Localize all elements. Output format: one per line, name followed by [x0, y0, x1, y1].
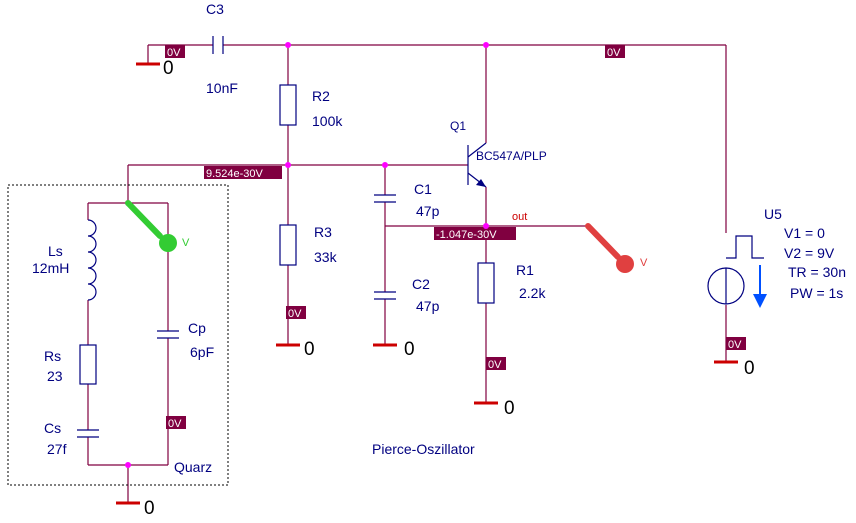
cs-ref: Cs	[44, 420, 61, 436]
ground-c2: 0	[373, 339, 415, 360]
c3-value: 10nF	[206, 80, 238, 96]
rs-ref: Rs	[44, 348, 61, 364]
bias-label-cp-bottom: 0V	[166, 416, 186, 430]
svg-text:0: 0	[504, 398, 515, 419]
svg-text:0: 0	[144, 498, 155, 519]
svg-text:0V: 0V	[488, 359, 502, 371]
svg-text:0: 0	[304, 339, 315, 360]
ground-c3: 0	[136, 58, 174, 79]
junctions	[125, 42, 489, 468]
ground-u5: 0	[714, 358, 755, 379]
svg-text:0V: 0V	[728, 339, 742, 351]
bias-label-u5-bottom: 0V	[726, 337, 746, 351]
resistor-r1: R1 2.2k	[477, 262, 546, 304]
r3-value: 33k	[314, 249, 338, 265]
cp-ref: Cp	[188, 320, 206, 336]
capacitor-c3: C3 10nF	[206, 1, 238, 96]
resistor-rs: Rs 23	[44, 344, 97, 385]
ground-r1: 0	[474, 398, 515, 419]
pulse-source-u5: U5 V1 = 0 V2 = 9V TR = 30n PW = 1s	[707, 206, 846, 308]
r2-ref: R2	[312, 88, 330, 104]
u5-param-v2: V2 = 9V	[784, 245, 835, 261]
svg-text:0: 0	[404, 339, 415, 360]
cp-value: 6pF	[190, 344, 214, 360]
svg-text:0: 0	[744, 358, 755, 379]
svg-text:0V: 0V	[607, 47, 621, 59]
voltage-probe-red[interactable]: V	[585, 223, 648, 273]
svg-text:0V: 0V	[167, 47, 181, 59]
r1-ref: R1	[516, 262, 534, 278]
ls-ref: Ls	[48, 243, 63, 259]
wires	[87, 44, 727, 503]
inductor-ls: Ls 12mH	[32, 219, 97, 301]
capacitor-cs: Cs 27f	[44, 420, 99, 457]
c1-value: 47p	[416, 203, 440, 219]
bias-label-c3-left: 0V	[165, 45, 185, 59]
transistor-q1: Q1 BC547A/PLP	[450, 119, 547, 188]
q1-value: BC547A/PLP	[476, 149, 547, 163]
cs-value: 27f	[47, 441, 67, 457]
bias-label-r3-bottom: 0V	[286, 306, 306, 320]
bias-label-top-rail: 0V	[605, 45, 625, 59]
u5-param-v1: V1 = 0	[784, 225, 825, 241]
c1-ref: C1	[414, 181, 432, 197]
bias-labels: 0V 0V 9.524e-30V -1.047e-30V 0V 0V 0V 0	[165, 45, 746, 430]
bias-label-base-node: 9.524e-30V	[204, 166, 282, 180]
schematic-caption: Pierce-Oszillator	[372, 441, 475, 457]
bias-label-r1-bottom: 0V	[486, 357, 506, 371]
green-probe-label: V	[182, 237, 190, 249]
ls-value: 12mH	[32, 260, 69, 276]
resistor-r3: R3 33k	[279, 224, 338, 266]
u5-param-pw: PW = 1s	[790, 285, 843, 301]
r2-value: 100k	[312, 113, 343, 129]
c2-value: 47p	[416, 298, 440, 314]
rs-value: 23	[47, 368, 63, 384]
r1-value: 2.2k	[519, 285, 546, 301]
crystal-box	[7, 184, 229, 486]
svg-text:-1.047e-30V: -1.047e-30V	[436, 229, 497, 241]
ground-crystal: 0	[116, 498, 155, 519]
r3-ref: R3	[314, 224, 332, 240]
resistor-r2: R2 100k	[279, 84, 343, 129]
svg-text:9.524e-30V: 9.524e-30V	[206, 168, 264, 180]
grounds: 0 0 0 0 0 0	[116, 58, 755, 519]
u5-param-tr: TR = 30n	[788, 264, 846, 280]
capacitor-c2: C2 47p	[374, 276, 440, 314]
crystal-box-label: Quarz	[174, 459, 212, 475]
capacitor-cp: Cp 6pF	[157, 320, 214, 360]
svg-text:0V: 0V	[288, 308, 302, 320]
voltage-probe-green[interactable]: V	[125, 200, 190, 252]
bias-label-emitter-node: -1.047e-30V	[434, 227, 516, 241]
net-label-out: out	[512, 211, 527, 223]
u5-ref: U5	[764, 206, 782, 222]
red-probe-label: V	[640, 257, 648, 269]
q1-ref: Q1	[450, 119, 466, 133]
ground-r3: 0	[276, 339, 315, 360]
capacitor-c1: C1 47p	[374, 181, 440, 219]
svg-text:0: 0	[163, 58, 174, 79]
c3-ref: C3	[206, 1, 224, 17]
svg-text:0V: 0V	[168, 418, 182, 430]
c2-ref: C2	[412, 276, 430, 292]
